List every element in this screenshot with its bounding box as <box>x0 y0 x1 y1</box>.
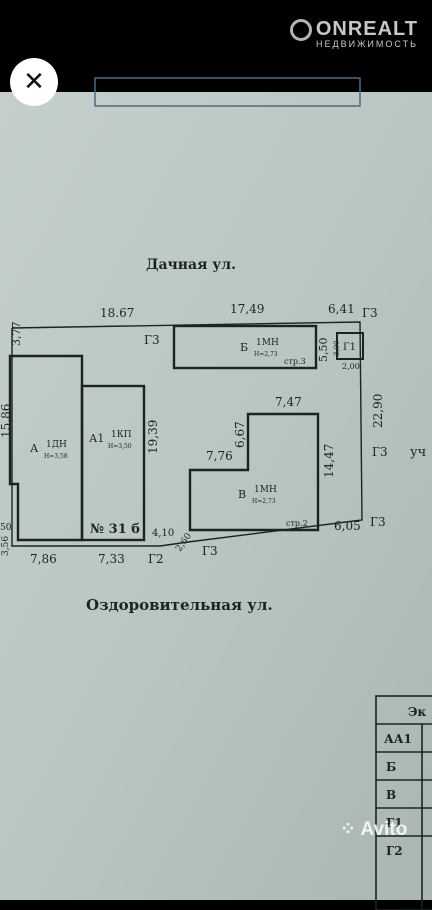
dim-v-right: 14,47 <box>322 444 336 478</box>
building-b-tag: стр.3 <box>284 357 306 366</box>
dim-g1-bottom: 2,00 <box>342 362 360 371</box>
dim-top-1: 18.67 <box>100 306 134 320</box>
explication-table <box>375 695 432 910</box>
dim-top-2: 17,49 <box>230 302 264 316</box>
side-cut-text: уч <box>410 445 426 460</box>
building-v-height: Н=2,73 <box>252 498 276 505</box>
dim-top-3: 6,41 <box>328 302 355 316</box>
building-b <box>172 324 318 370</box>
street-top-label: Дачная ул. <box>146 257 236 273</box>
table-row-aa1: АА1 <box>384 732 412 746</box>
dim-v-notch-h: 6,67 <box>233 421 247 448</box>
building-v-label: 1МН <box>254 485 277 495</box>
table-row-b: Б <box>386 760 396 774</box>
building-a1-label: 1КП <box>111 430 132 440</box>
g3-label-top-mid: Г3 <box>144 333 160 347</box>
building-a-letter: А <box>30 442 39 455</box>
building-a1-height: Н=3,50 <box>108 443 132 450</box>
avito-watermark: ⁘ Avito <box>340 818 407 841</box>
dim-v-notch-w: 7,76 <box>206 449 233 463</box>
building-b-label: 1МН <box>256 338 279 348</box>
dim-bottom-a: 7,86 <box>30 552 57 566</box>
building-v <box>188 412 320 532</box>
plot-boundary <box>11 321 363 547</box>
building-v-tag: стр.2 <box>286 519 308 528</box>
table-row-g2: Г2 <box>386 844 403 858</box>
brand-name: ONREALT <box>315 18 418 40</box>
dim-left-small-2: 3,56 <box>1 536 11 556</box>
g3-label-top-right: Г3 <box>362 306 378 320</box>
g3-label-bottom: Г3 <box>202 544 218 558</box>
dim-g1-side: 3,00 <box>333 340 341 356</box>
paper-sheet <box>0 92 432 900</box>
table-header: Эк <box>408 705 427 719</box>
dim-left-small-1: 50 <box>0 523 12 533</box>
dim-top-left: 3,77 <box>10 322 23 347</box>
close-button[interactable]: ✕ <box>10 58 58 106</box>
building-a-height: Н=3,58 <box>44 453 68 460</box>
building-b-height: Н=2,73 <box>254 351 278 358</box>
building-b-letter: Б <box>240 341 248 354</box>
dim-right-total: 22,90 <box>371 394 385 428</box>
brand-name-row: ONREALT <box>289 18 418 41</box>
close-icon: ✕ <box>23 67 45 97</box>
building-g1-label: Г1 <box>343 342 356 353</box>
dim-v-top: 7,47 <box>275 395 302 409</box>
building-a1-letter: А1 <box>89 432 104 445</box>
brand-logo: ONREALT НЕДВИЖИМОСТЬ <box>289 18 418 49</box>
table-row-v: В <box>386 788 396 802</box>
g3-label-bottom-right: Г3 <box>370 515 386 529</box>
avito-watermark-text: Avito <box>360 819 408 840</box>
stamp-box <box>94 77 361 107</box>
brand-subtitle: НЕДВИЖИМОСТЬ <box>316 39 418 49</box>
table-row-g1: Г1 <box>386 816 403 830</box>
dim-v-bottom: 6,05 <box>334 519 361 533</box>
building-g1 <box>336 332 364 360</box>
g2-label: Г2 <box>148 552 164 566</box>
dim-a1-side: 19,39 <box>146 420 160 454</box>
dim-b-side: 5,50 <box>317 338 330 363</box>
dim-left-side: 15,86 <box>0 404 13 438</box>
building-v-letter: В <box>238 488 246 501</box>
g3-label-right: Г3 <box>372 445 388 459</box>
building-a-label: 1ДН <box>46 440 67 450</box>
dim-g2-gap: 4,10 <box>152 528 174 539</box>
brand-mark-icon <box>289 18 312 41</box>
address-label: № 31 б <box>90 522 140 537</box>
avito-dots-icon: ⁘ <box>340 819 356 840</box>
building-a1 <box>80 384 146 542</box>
dim-bottom-a1: 7,33 <box>98 552 125 566</box>
street-bottom-label: Оздоровительная ул. <box>86 596 273 614</box>
